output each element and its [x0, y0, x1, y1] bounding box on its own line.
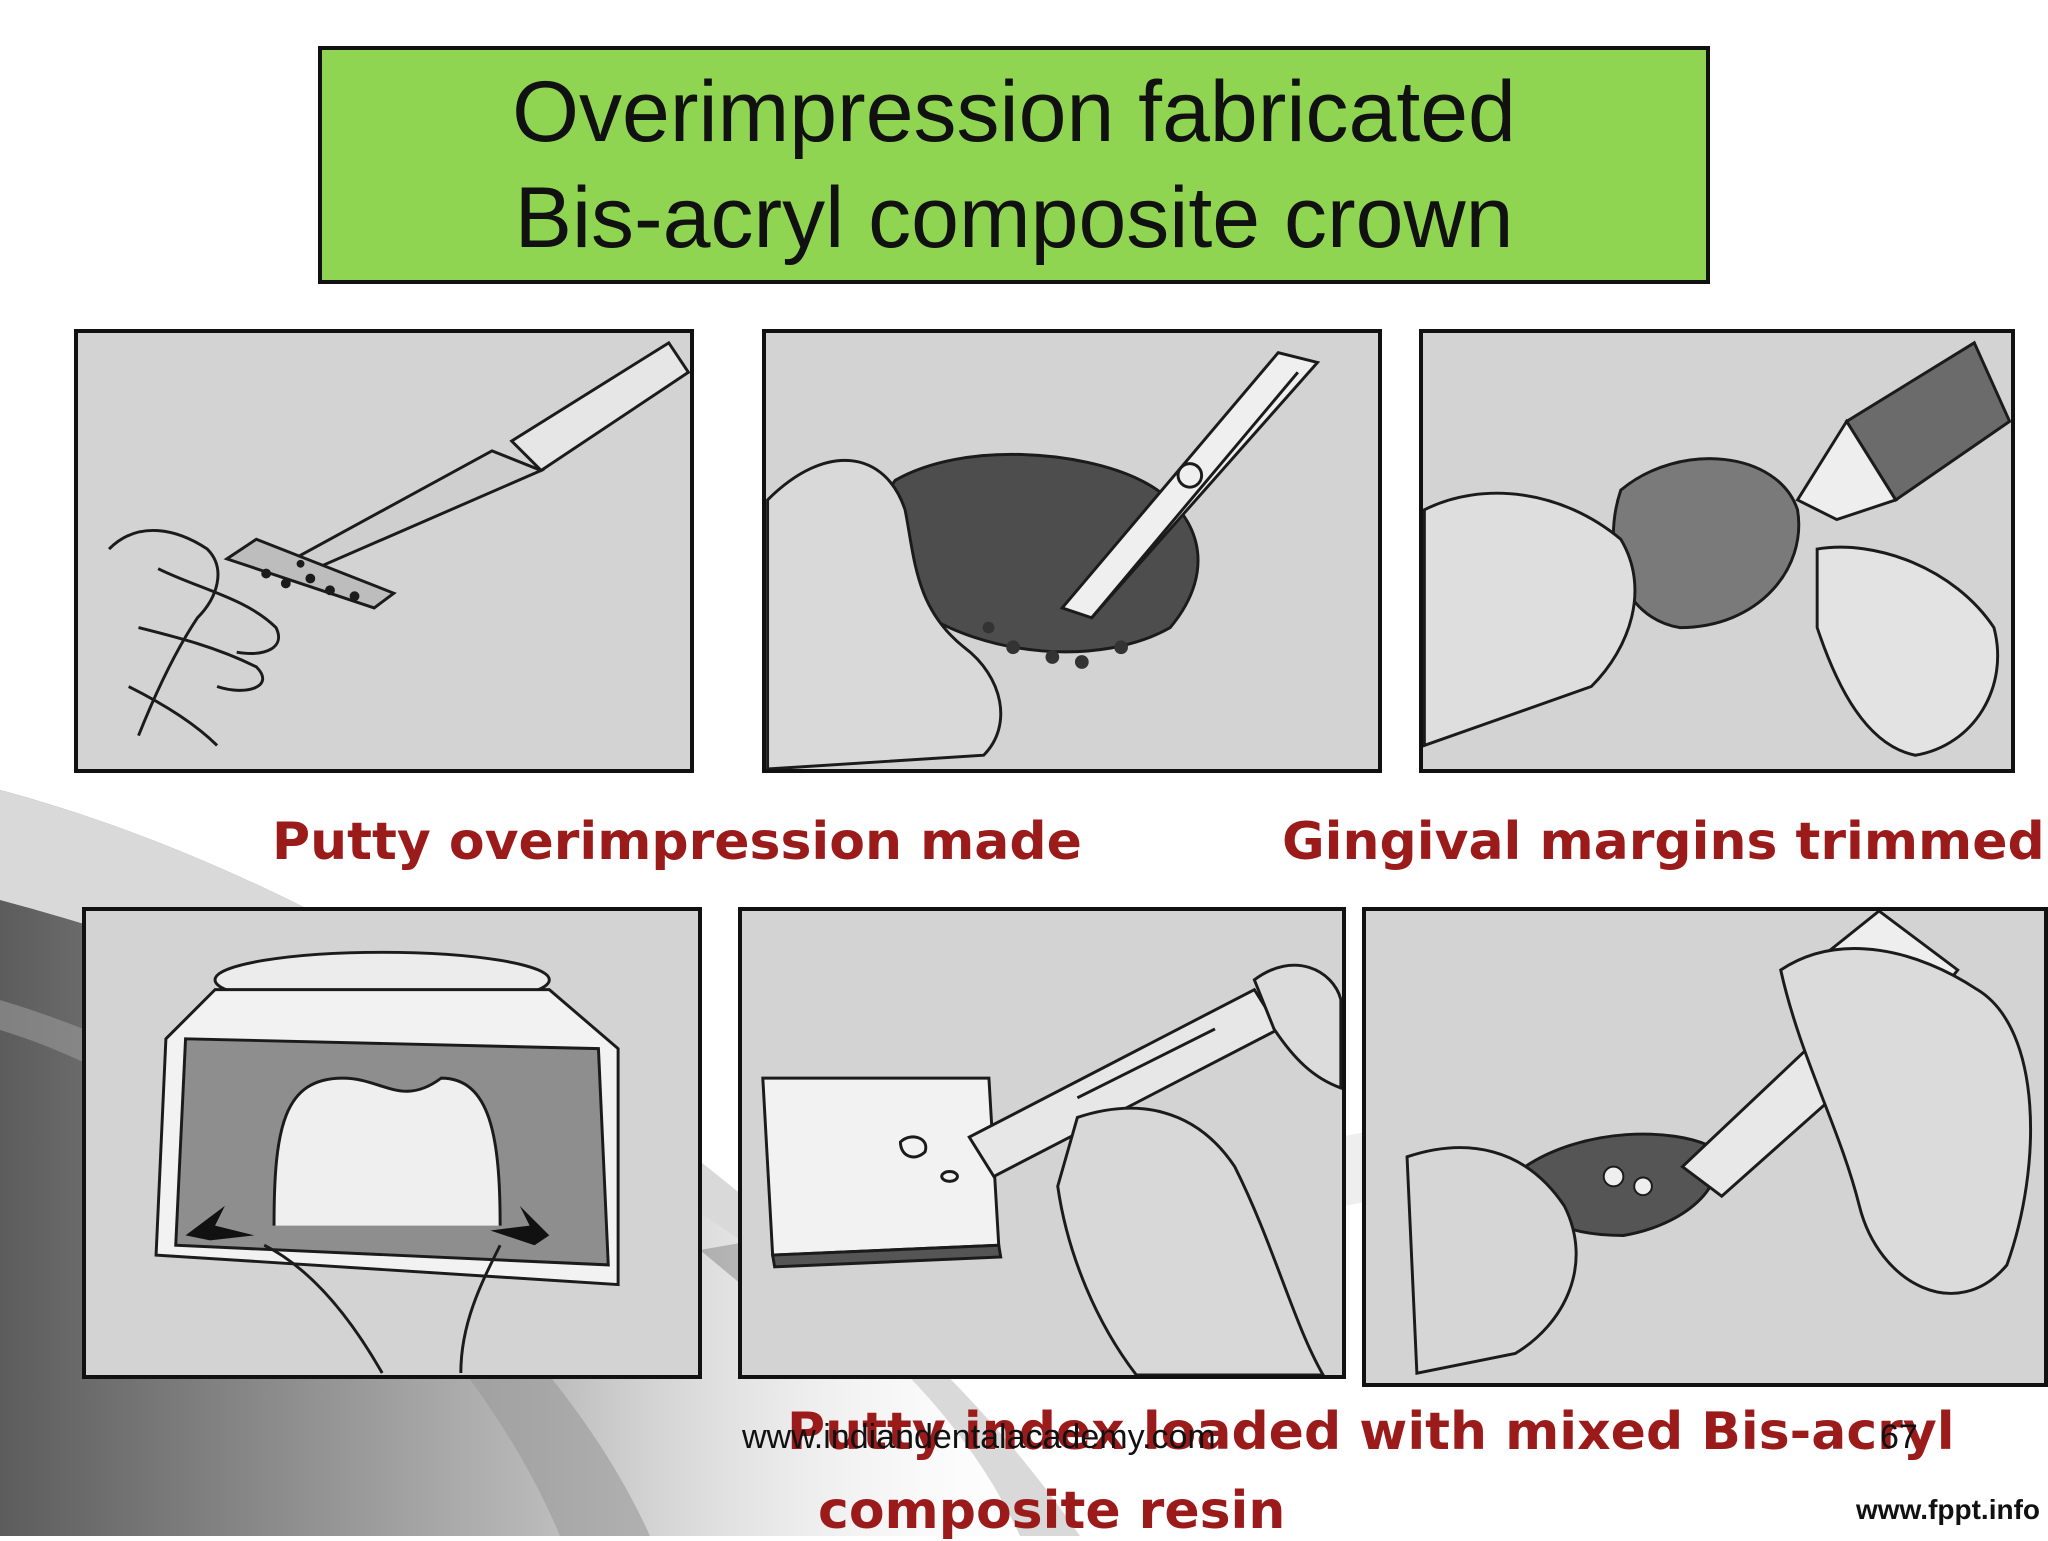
cross-section-illustration: [154, 950, 620, 1374]
caption-putty-overimpression: Putty overimpression made: [272, 812, 1082, 872]
illustration-panel-3: [1419, 329, 2015, 773]
illustration-panel-1: [74, 329, 694, 773]
putty-tray-illustration: [108, 340, 690, 747]
illustration-panel-4: [82, 907, 702, 1379]
illustration-panel-5: [738, 907, 1346, 1379]
footer-website: www.indiandentalacademy.com: [742, 1418, 1216, 1456]
caption-putty-index-line-2: composite resin: [818, 1481, 1286, 1541]
tray-filling-illustration: [1405, 911, 2032, 1375]
page-number: 67: [1880, 1418, 1918, 1456]
tray-with-tube-illustration: [1423, 340, 2011, 757]
slide-title-line-2: Bis-acryl composite crown: [514, 170, 1514, 266]
slide-title-box: Overimpression fabricated Bis-acryl comp…: [318, 46, 1710, 284]
scissors-trimming-illustration: [766, 350, 1321, 769]
syringe-loading-illustration: [761, 963, 1342, 1375]
illustration-panel-6: [1362, 907, 2048, 1387]
caption-gingival-margins: Gingival margins trimmed: [1282, 812, 2045, 872]
slide-title-line-1: Overimpression fabricated: [512, 64, 1516, 160]
caption-putty-index-line-1: Putty index loaded with mixed Bis-acryl: [787, 1402, 1955, 1462]
fppt-brand: www.fppt.info: [1856, 1494, 2041, 1525]
illustration-panel-2: [762, 329, 1382, 773]
